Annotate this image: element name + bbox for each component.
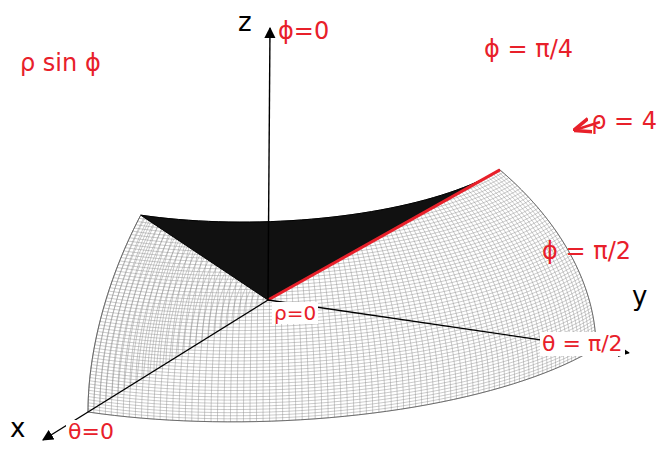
axis-line	[43, 300, 268, 440]
annotation-label: ϕ = π/4	[482, 36, 575, 62]
mesh-line	[453, 192, 529, 379]
axis-label: y	[630, 282, 649, 311]
mesh-line	[98, 271, 579, 341]
mesh-line	[95, 283, 584, 354]
mesh-line	[166, 221, 196, 420]
mesh-line	[488, 177, 579, 358]
mesh-line	[160, 220, 192, 419]
mesh-line	[377, 211, 422, 406]
mesh-line	[449, 193, 524, 381]
annotation-label: ϕ = π/2	[540, 238, 633, 264]
mesh-line	[432, 198, 500, 388]
axis-line	[268, 28, 270, 300]
mesh-line	[405, 205, 462, 398]
annotation-label: ρ = 4	[589, 108, 659, 134]
mesh-line	[94, 286, 585, 357]
cone-surface	[141, 170, 500, 300]
annotation-label: ρ=0	[272, 302, 318, 324]
axis-label: x	[8, 414, 27, 443]
mesh-line	[439, 196, 510, 385]
mesh-line	[118, 229, 162, 393]
mesh-line	[428, 199, 494, 389]
mesh-line	[468, 186, 551, 371]
mesh-line	[102, 256, 571, 324]
mesh-line	[99, 265, 576, 334]
mesh-line	[459, 189, 538, 375]
mesh-line	[166, 252, 196, 364]
annotation-label: ρ sin ϕ	[18, 50, 103, 76]
mesh-line	[413, 203, 473, 395]
patch-outline	[88, 170, 596, 422]
mesh-line	[154, 246, 187, 371]
axis-label: z	[236, 8, 254, 37]
mesh-line	[88, 348, 596, 422]
mesh-line	[88, 215, 141, 412]
mesh-line	[160, 249, 192, 367]
mesh-line	[435, 197, 504, 386]
annotation-label: θ = π/2	[540, 332, 625, 356]
mesh-line	[88, 215, 141, 412]
mesh-line	[397, 207, 451, 400]
mesh-line	[142, 219, 179, 418]
mesh-line	[401, 206, 456, 399]
mesh-line	[446, 194, 520, 382]
annotation-label: ϕ=0	[276, 18, 331, 44]
mesh-line	[417, 202, 479, 393]
mesh-line	[130, 235, 170, 386]
mesh-line	[148, 220, 183, 419]
annotation-label: θ=0	[66, 420, 116, 444]
mesh-line	[97, 274, 580, 344]
cone-edge	[268, 170, 500, 300]
mesh-line	[136, 238, 175, 382]
mesh-line	[94, 218, 145, 408]
mesh-line	[148, 243, 183, 374]
mesh-line	[154, 220, 187, 419]
mesh-line	[381, 210, 428, 405]
mesh-line	[142, 241, 179, 379]
mesh-line	[124, 232, 166, 389]
mesh-line	[490, 175, 582, 355]
